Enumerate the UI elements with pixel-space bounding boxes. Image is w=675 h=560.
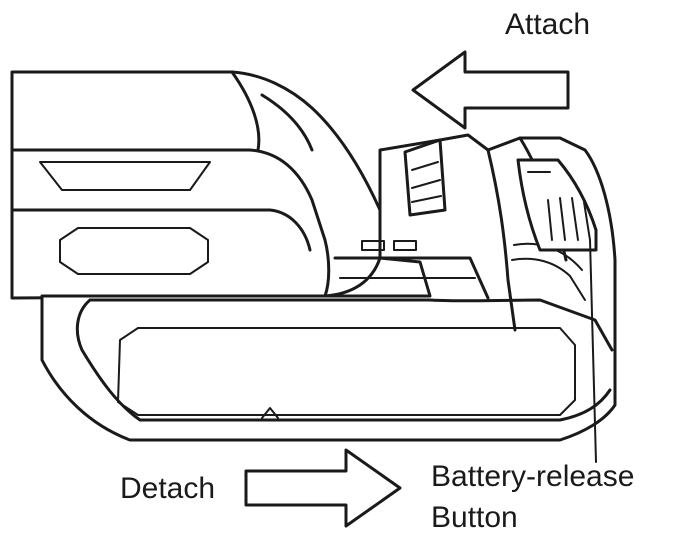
detach-label: Detach <box>120 472 216 505</box>
attach-label: Attach <box>505 8 591 41</box>
attach-arrow-icon <box>411 50 570 130</box>
detach-arrow-icon <box>244 448 402 528</box>
release-leader-line <box>589 239 597 463</box>
release-label-line2: Button <box>431 501 518 534</box>
tool-body <box>10 70 382 300</box>
battery-release-button <box>516 158 598 252</box>
release-label-line1: Battery-release <box>431 460 635 493</box>
battery-pack <box>40 133 617 442</box>
